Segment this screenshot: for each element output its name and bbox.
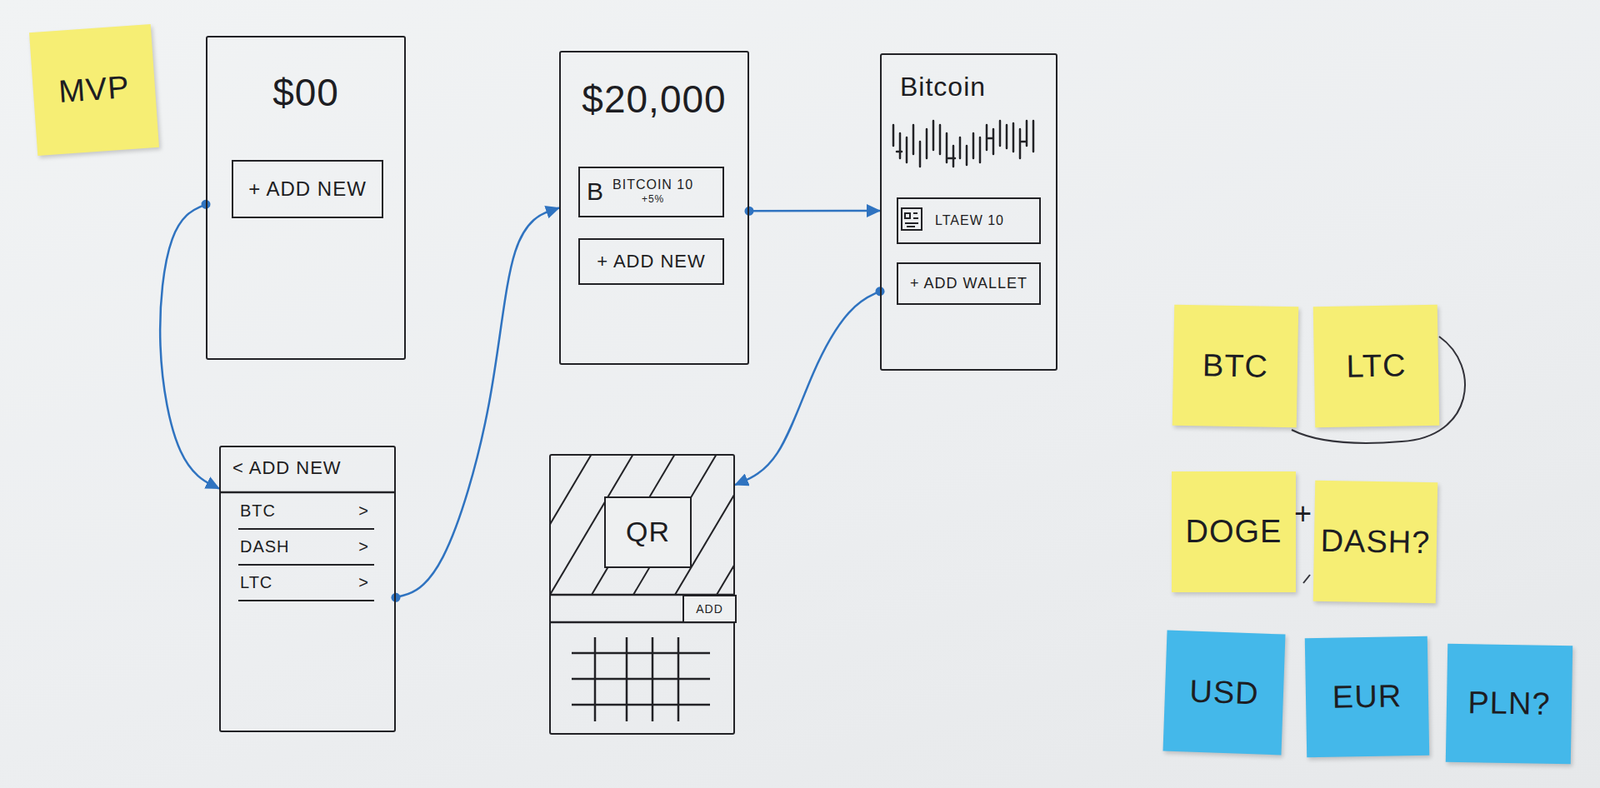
- phone-screen: BitcoinLTAEW 10 + ADD WALLET: [880, 53, 1058, 371]
- phone-screen: QR ADD: [549, 454, 735, 735]
- flow-arrow: [160, 204, 220, 489]
- add-wallet-button: + ADD WALLET: [896, 262, 1041, 305]
- node-text: Bitcoin: [900, 71, 1056, 103]
- node-text: DASH?: [1320, 523, 1430, 562]
- node-text: BTC: [240, 501, 276, 521]
- node-text: < ADD NEW: [232, 457, 395, 479]
- flow-arrow: [749, 210, 880, 213]
- list-row: BTC >: [238, 494, 375, 530]
- sticky-note: DOGE: [1171, 471, 1296, 593]
- node-text: + ADD WALLET: [910, 275, 1028, 293]
- list-row: DASH >: [238, 530, 375, 566]
- flow-arrow: [735, 291, 880, 485]
- node-text: >: [358, 537, 370, 557]
- node-text: QR: [625, 515, 670, 549]
- list-row: LTC >: [238, 565, 375, 602]
- wallet-icon: [901, 208, 922, 230]
- node-text: BTC: [1202, 347, 1270, 385]
- node-text: B: [586, 177, 605, 207]
- node-text: $20,000: [560, 77, 748, 122]
- coin-row: B BITCOIN 10+5%: [578, 166, 725, 218]
- node-text: EUR: [1332, 678, 1403, 716]
- add-button: + ADD NEW: [578, 238, 725, 285]
- node-text: BITCOIN 10: [612, 177, 694, 195]
- phone-screen: $20,000B BITCOIN 10+5% + ADD NEW: [559, 50, 750, 365]
- node-text: >: [358, 501, 370, 521]
- add-button: ADD: [682, 595, 737, 624]
- node-text: + ADD NEW: [596, 250, 706, 272]
- sticky-note: EUR: [1305, 636, 1430, 759]
- wallet-row: LTAEW 10: [896, 197, 1041, 245]
- flow-arrow: [395, 208, 560, 599]
- sticky-note: USD: [1163, 630, 1286, 756]
- sticky-note: LTC: [1313, 305, 1440, 429]
- node-text: PLN?: [1467, 685, 1551, 723]
- node-text: ADD: [695, 602, 724, 616]
- node-text: DASH: [240, 537, 290, 557]
- node-text: + ADD NEW: [248, 177, 367, 201]
- node-text: MVP: [57, 69, 131, 111]
- ink-stroke: [1303, 575, 1310, 584]
- sticky-note: DASH?: [1313, 480, 1439, 605]
- node-text: DOGE: [1185, 514, 1283, 551]
- node-text: LTC: [240, 573, 273, 593]
- plus-sign: +: [1294, 496, 1313, 531]
- price-chart: [893, 120, 1034, 167]
- node-text: $00: [207, 70, 405, 115]
- node-text: >: [358, 573, 370, 593]
- keyboard-grid: [571, 637, 710, 722]
- node-text: LTAEW 10: [935, 213, 1005, 229]
- add-button: + ADD NEW: [231, 160, 384, 219]
- node-text: LTC: [1345, 347, 1407, 385]
- qr-frame: QR: [604, 496, 692, 569]
- phone-screen: < ADD NEW BTC > DASH > LTC >: [219, 445, 396, 733]
- node-text: +5%: [612, 194, 694, 207]
- sticky-note: MVP: [29, 24, 160, 156]
- camera-hatch: [550, 455, 734, 595]
- sticky-note: BTC: [1172, 305, 1300, 429]
- node-text: USD: [1189, 673, 1260, 713]
- phone-screen: $00 + ADD NEW: [205, 35, 406, 360]
- header-line: [220, 491, 395, 495]
- sticky-note: PLN?: [1445, 644, 1573, 765]
